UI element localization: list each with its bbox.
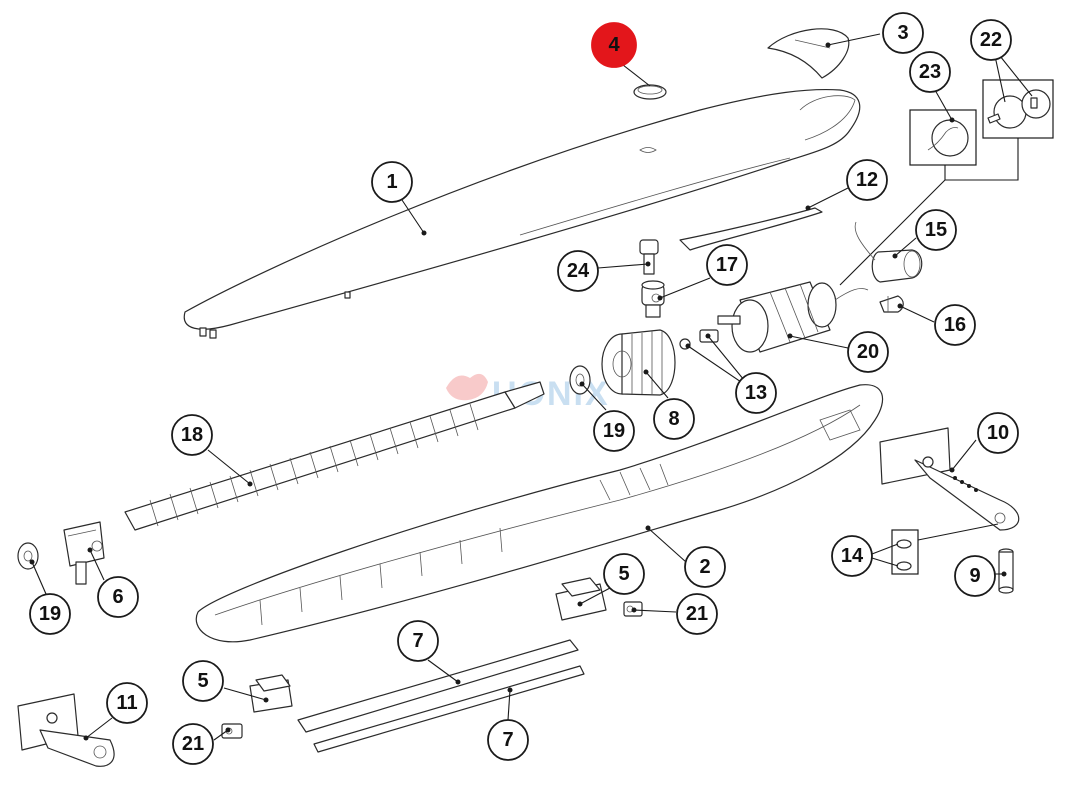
part-5-limit-switch-upper — [555, 577, 607, 621]
part-16-bracket — [879, 295, 904, 313]
svg-text:2: 2 — [699, 556, 710, 578]
callout-5-upper[interactable]: 5 — [603, 553, 645, 595]
svg-text:5: 5 — [618, 563, 629, 585]
part-20-motor — [717, 281, 869, 353]
svg-text:11: 11 — [116, 692, 137, 714]
part-4-cap — [633, 84, 667, 100]
inset-23 — [909, 109, 977, 166]
svg-text:8: 8 — [668, 408, 679, 430]
svg-text:3: 3 — [897, 22, 908, 44]
callout-13[interactable]: 13 — [735, 372, 777, 414]
svg-text:23: 23 — [919, 61, 941, 83]
part-1-top-cover — [183, 88, 861, 339]
part-12-strip — [679, 207, 823, 251]
callout-4[interactable]: 4 — [591, 22, 637, 68]
callout-5-lower[interactable]: 5 — [182, 660, 224, 702]
svg-text:24: 24 — [567, 260, 590, 282]
part-5-limit-switch-lower — [249, 674, 293, 713]
part-19-bearing-lower — [17, 542, 39, 570]
svg-text:15: 15 — [925, 219, 947, 241]
svg-text:18: 18 — [181, 424, 203, 446]
part-11-front-bracket — [17, 693, 115, 767]
svg-text:7: 7 — [502, 729, 513, 751]
callout-7-lower[interactable]: 7 — [487, 719, 529, 761]
svg-text:21: 21 — [686, 603, 708, 625]
svg-text:9: 9 — [969, 565, 980, 587]
part-14-nuts — [891, 529, 919, 575]
svg-text:5: 5 — [197, 670, 208, 692]
svg-text:10: 10 — [987, 422, 1009, 444]
callout-24[interactable]: 24 — [557, 250, 599, 292]
callout-21-upper[interactable]: 21 — [676, 593, 718, 635]
svg-text:16: 16 — [944, 314, 966, 336]
svg-text:21: 21 — [182, 733, 204, 755]
part-10-rear-bracket — [879, 427, 1020, 531]
svg-text:19: 19 — [39, 603, 61, 625]
part-6-front-fork — [63, 521, 105, 585]
part-9-pin — [998, 548, 1014, 594]
callout-21-lower[interactable]: 21 — [172, 723, 214, 765]
callout-3[interactable]: 3 — [882, 12, 924, 54]
callout-7-upper[interactable]: 7 — [397, 620, 439, 662]
callout-10[interactable]: 10 — [977, 412, 1019, 454]
callout-12[interactable]: 12 — [846, 159, 888, 201]
callout-2[interactable]: 2 — [684, 546, 726, 588]
callout-1[interactable]: 1 — [371, 161, 413, 203]
callout-8[interactable]: 8 — [653, 398, 695, 440]
part-3-end-cap — [767, 28, 850, 79]
part-8-gear — [601, 329, 676, 396]
callout-15[interactable]: 15 — [915, 209, 957, 251]
callout-6[interactable]: 6 — [97, 576, 139, 618]
callout-23[interactable]: 23 — [909, 51, 951, 93]
svg-text:7: 7 — [412, 630, 423, 652]
callout-16[interactable]: 16 — [934, 304, 976, 346]
svg-text:20: 20 — [857, 341, 879, 363]
part-2-housing — [195, 384, 884, 643]
svg-text:22: 22 — [980, 29, 1002, 51]
svg-text:19: 19 — [603, 420, 625, 442]
callout-14[interactable]: 14 — [831, 535, 873, 577]
part-15-capacitor — [854, 221, 923, 283]
svg-text:13: 13 — [745, 382, 767, 404]
callout-18[interactable]: 18 — [171, 414, 213, 456]
callout-19-upper[interactable]: 19 — [593, 410, 635, 452]
callout-9[interactable]: 9 — [954, 555, 996, 597]
callout-22[interactable]: 22 — [970, 19, 1012, 61]
callout-11[interactable]: 11 — [106, 682, 148, 724]
svg-text:17: 17 — [716, 254, 738, 276]
svg-text:4: 4 — [608, 34, 620, 56]
part-21-connector-lower — [221, 723, 243, 739]
svg-text:14: 14 — [841, 545, 864, 567]
callout-19-lower[interactable]: 19 — [29, 593, 71, 635]
svg-text:6: 6 — [112, 586, 123, 608]
callout-20[interactable]: 20 — [847, 331, 889, 373]
part-24-key — [639, 239, 659, 275]
svg-text:12: 12 — [856, 169, 878, 191]
part-18-worm-screw — [124, 381, 545, 531]
inset-22 — [982, 79, 1054, 139]
leader-lines — [29, 33, 1033, 741]
part-7-rails — [297, 639, 585, 753]
svg-text:1: 1 — [386, 171, 397, 193]
callout-17[interactable]: 17 — [706, 244, 748, 286]
